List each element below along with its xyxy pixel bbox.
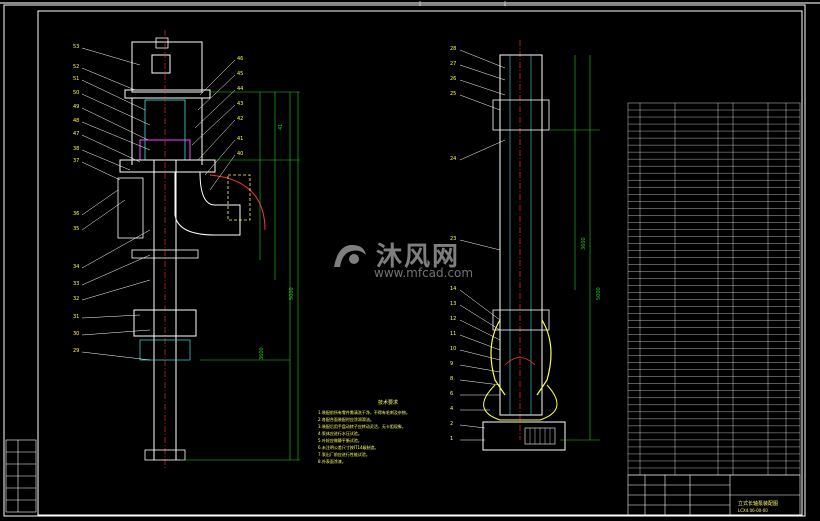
impeller: [504, 357, 536, 366]
parts-list: [627, 102, 801, 476]
column-coupling: [133, 309, 197, 337]
note-line: 8.外表面涂漆。: [318, 459, 346, 464]
svg-text:38: 38: [73, 146, 79, 152]
technical-notes: 技术要求 1.装配前所有零件需清洗干净，不得有毛刺及杂物。 2.各配合面装配时应…: [318, 400, 458, 465]
svg-text:52: 52: [73, 64, 79, 70]
svg-text:25: 25: [450, 91, 456, 97]
motor-stand: [131, 98, 203, 165]
svg-text:44: 44: [237, 86, 243, 92]
svg-text:31: 31: [73, 314, 79, 320]
svg-text:47: 47: [73, 131, 79, 137]
column-flange-left: [117, 177, 144, 239]
note-line: 1.装配前所有零件需清洗干净，不得有毛刺及杂物。: [318, 410, 410, 415]
svg-text:45: 45: [237, 71, 243, 77]
svg-text:5000: 5000: [596, 287, 602, 300]
svg-text:41: 41: [278, 124, 284, 130]
outlet-elbow: [174, 171, 241, 236]
outlet-flange: [227, 174, 251, 221]
svg-text:34: 34: [73, 264, 79, 270]
svg-text:10: 10: [450, 346, 456, 352]
note-line: 6.未注明公差尺寸按IT14级制造。: [318, 445, 379, 450]
inner-frame: [37, 10, 803, 516]
suction-bell: [483, 384, 558, 421]
svg-text:35: 35: [73, 226, 79, 232]
svg-text:46: 46: [237, 56, 243, 62]
svg-text:23: 23: [450, 236, 456, 242]
svg-text:29: 29: [73, 348, 79, 354]
svg-text:33: 33: [73, 281, 79, 287]
column-flange: [131, 249, 199, 259]
note-line: 7.泵出厂前应进行性能试验。: [318, 452, 370, 457]
svg-text:9: 9: [450, 361, 453, 367]
strainer-box: [482, 421, 566, 451]
svg-text:50: 50: [73, 90, 79, 96]
svg-text:28: 28: [450, 46, 456, 52]
left-view: 41 5000 3600 53 52 51 50 49 48 47 38 37 36 35 34…: [73, 30, 300, 470]
svg-text:4: 4: [450, 406, 453, 412]
svg-text:26: 26: [450, 76, 456, 82]
svg-text:12: 12: [450, 316, 456, 322]
motor-flange: [124, 89, 211, 99]
svg-text:14: 14: [450, 286, 456, 292]
bowl-yellow: [490, 319, 552, 396]
svg-text:8: 8: [450, 376, 453, 382]
note-line: 5.叶轮应做静平衡试验。: [318, 438, 362, 443]
outer-frame: [3, 4, 806, 517]
svg-text:41: 41: [237, 136, 243, 142]
svg-text:1: 1: [450, 436, 453, 442]
section-coupling-bottom: [492, 309, 550, 331]
title-block: [627, 474, 801, 516]
side-stamp: [5, 439, 37, 513]
motor-box: [151, 54, 171, 74]
outlet-arc: [209, 174, 266, 231]
section-column: [499, 54, 543, 416]
svg-text:42: 42: [237, 116, 243, 122]
note-line: 4.泵体应进行水压试验。: [318, 431, 362, 436]
svg-text:11: 11: [450, 331, 456, 337]
suction-end: [144, 449, 186, 461]
svg-text:24: 24: [450, 156, 456, 162]
svg-text:53: 53: [73, 44, 79, 50]
bowl-assembly: [139, 339, 191, 361]
notes-title: 技术要求: [377, 400, 398, 406]
svg-text:6: 6: [450, 391, 453, 397]
svg-text:13: 13: [450, 301, 456, 307]
svg-text:40: 40: [237, 151, 243, 157]
svg-text:51: 51: [73, 76, 79, 82]
motor-eye: [155, 37, 169, 49]
svg-text:43: 43: [237, 101, 243, 107]
note-line: 3.装配后用手盘动转子应转动灵活，无卡阻现象。: [318, 424, 406, 429]
svg-text:27: 27: [450, 61, 456, 67]
svg-text:5000: 5000: [289, 287, 295, 300]
section-coupling-top: [492, 99, 550, 131]
svg-text:36: 36: [73, 211, 79, 217]
svg-text:3600: 3600: [581, 237, 587, 250]
note-line: 2.各配合面装配时应涂润滑油。: [318, 417, 374, 422]
svg-text:2: 2: [450, 421, 453, 427]
motor-body: [131, 41, 203, 93]
parts-table-rows: [628, 109, 800, 469]
title-block-code: LCX4.06-00-00: [738, 508, 768, 513]
title-block-name: 立式长轴泵装配图: [738, 501, 779, 507]
svg-text:30: 30: [73, 331, 79, 337]
svg-text:49: 49: [73, 104, 79, 110]
svg-text:3600: 3600: [259, 347, 265, 360]
base-plate: [119, 159, 216, 173]
svg-text:48: 48: [73, 118, 79, 124]
svg-text:37: 37: [73, 158, 79, 164]
svg-text:32: 32: [73, 296, 79, 302]
